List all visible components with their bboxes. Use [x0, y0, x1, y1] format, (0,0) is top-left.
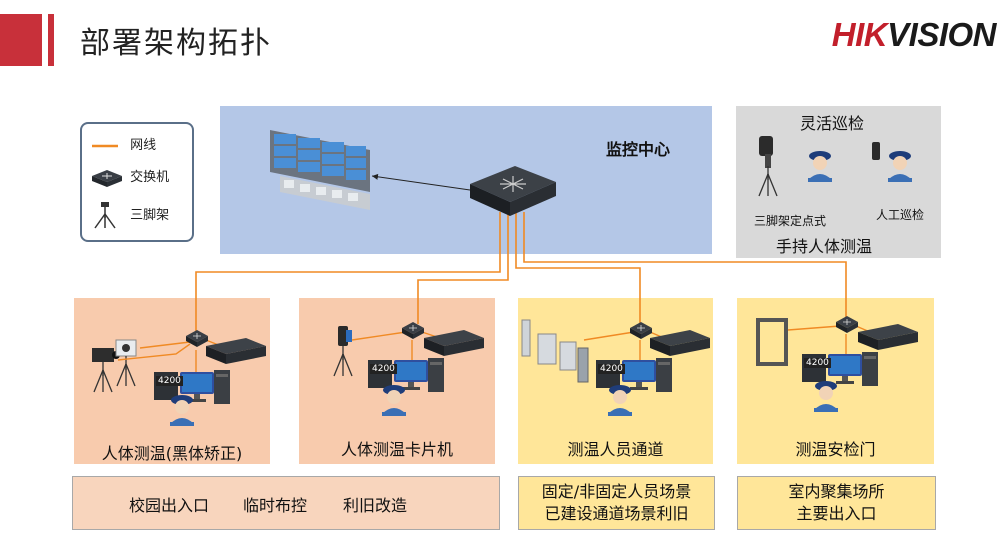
note-campus-entrance: 校园出入口 — [129, 496, 210, 515]
tripod-fixed-label: 三脚架定点式 — [754, 214, 827, 228]
recorder-model-4: 4200 — [804, 358, 831, 368]
switch-icon — [92, 169, 122, 187]
note-middle-line-1: 固定/非固定人员场景 — [541, 482, 692, 501]
title-accent-bar — [0, 14, 42, 66]
cable-line-icon — [92, 144, 118, 147]
note-box-left: 校园出入口 临时布控 利旧改造 — [72, 476, 500, 530]
legend-tripod: 三脚架 — [90, 200, 169, 230]
flex-patrol-caption: 手持人体测温 — [776, 237, 873, 256]
legend-switch: 交换机 — [90, 166, 169, 188]
flex-patrol-title: 灵活巡检 — [800, 114, 865, 133]
scenario-label-1: 人体测温(黑体矫正) — [101, 444, 243, 463]
note-temporary-deploy: 临时布控 — [243, 496, 308, 515]
note-right-line-2: 主要出入口 — [796, 504, 877, 523]
legend-box: 网线 交换机 三脚架 — [80, 122, 194, 242]
scenario-label-3: 测温人员通道 — [567, 440, 664, 459]
monitor-center-label: 监控中心 — [606, 140, 671, 159]
recorder-model-1: 4200 — [156, 376, 183, 386]
note-box-middle: 固定/非固定人员场景 已建设通道场景利旧 — [518, 476, 715, 530]
title-accent-stripe — [48, 14, 54, 66]
hikvision-logo: HIKVISION — [831, 16, 997, 53]
core-switch — [470, 166, 556, 216]
scenario-label-4: 测温安检门 — [795, 440, 876, 459]
note-box-right: 室内聚集场所 主要出入口 — [737, 476, 936, 530]
recorder-model-3: 4200 — [598, 364, 625, 374]
video-wall — [270, 130, 370, 210]
note-retrofit: 利旧改造 — [343, 496, 408, 515]
recorder-model-2: 4200 — [370, 364, 397, 374]
scenario-label-2: 人体测温卡片机 — [340, 440, 453, 459]
monitor-center-panel — [220, 106, 712, 254]
flex-patrol-panel — [736, 106, 941, 258]
manual-patrol-label: 人工巡检 — [876, 208, 925, 222]
note-right-line-1: 室内聚集场所 — [788, 482, 885, 501]
note-middle-line-2: 已建设通道场景利旧 — [544, 504, 689, 523]
page-title: 部署架构拓扑 — [80, 26, 272, 61]
tripod-icon — [94, 202, 116, 229]
legend-cable: 网线 — [90, 134, 156, 153]
